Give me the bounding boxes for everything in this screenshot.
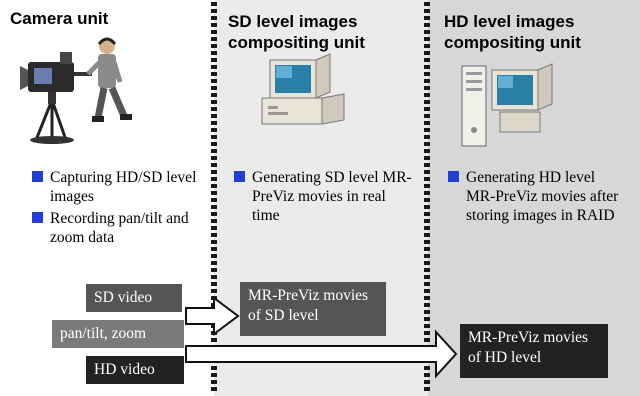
sd-unit-bullets: Generating SD level MR-PreViz movies in … — [234, 168, 412, 228]
bullet-icon — [32, 171, 43, 182]
panel-divider — [424, 2, 430, 394]
list-item: Capturing HD/SD level images — [32, 168, 208, 206]
bullet-icon — [448, 171, 459, 182]
list-item: Generating SD level MR-PreViz movies in … — [234, 168, 412, 225]
hd-unit-bullets: Generating HD level MR-PreViz movies aft… — [448, 168, 628, 228]
camera-unit-title: Camera unit — [10, 9, 109, 28]
sd-unit-title: SD level images compositing unit — [228, 12, 365, 52]
sd-movies-box: MR-PreViz movies of SD level — [240, 282, 386, 336]
hd-movies-box: MR-PreViz movies of HD level — [460, 324, 608, 378]
bullet-icon — [32, 212, 43, 223]
sd-video-label: SD video — [86, 284, 182, 312]
list-item: Recording pan/tilt and zoom data — [32, 209, 208, 247]
bullet-icon — [234, 171, 245, 182]
hd-video-label: HD video — [86, 356, 184, 384]
hd-unit-title: HD level images compositing unit — [444, 12, 581, 52]
camera-unit-bullets: Capturing HD/SD level images Recording p… — [32, 168, 208, 250]
list-item: Generating HD level MR-PreViz movies aft… — [448, 168, 628, 225]
panel-divider — [211, 2, 217, 394]
pan-tilt-zoom-label: pan/tilt, zoom — [52, 320, 184, 348]
